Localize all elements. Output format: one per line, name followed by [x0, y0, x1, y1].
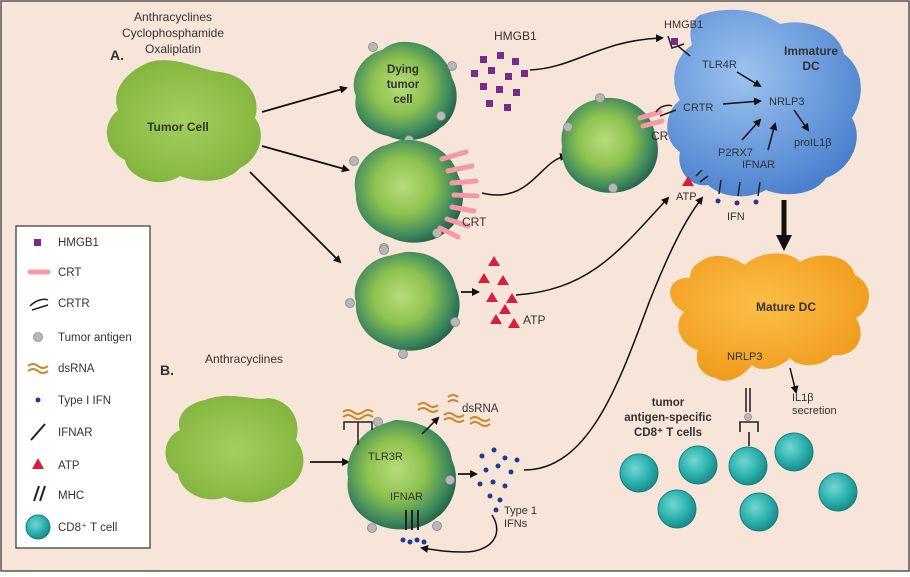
- ifnar-dc-label: IFNAR: [742, 159, 775, 171]
- tlr3r-receptor: [343, 421, 373, 445]
- arrow-hmgb1-to-dc: [529, 34, 664, 71]
- type1-ifn-legend-dot: [493, 507, 499, 513]
- mature-dc-shape: [670, 253, 870, 381]
- ifnar-b-receptors: [405, 510, 419, 530]
- cd8-t-cells: [619, 432, 858, 532]
- legend-label-atp: ATP: [58, 460, 80, 472]
- dying-cell-line1: Dying: [387, 64, 419, 76]
- crtr-label: CRTR: [683, 102, 713, 114]
- type1-ifns-line1: Type 1: [504, 505, 537, 517]
- panel-b-tumor-cell: [165, 395, 304, 503]
- dc-signaling-arrows: [722, 71, 810, 151]
- crt-middle-cell: [561, 93, 665, 193]
- arrow-tumor-to-atp-cell: [249, 171, 342, 264]
- legend-label-crtr: CRTR: [58, 298, 90, 310]
- type1-ifn-cluster: [477, 447, 520, 503]
- legend-ifnar-icon: [30, 423, 46, 441]
- legend-hmgb1-icon: [34, 239, 41, 246]
- panel-b-responding-cell: [347, 417, 457, 533]
- tumor-cell-label: Tumor Cell: [147, 120, 209, 134]
- arrow-autocrine-ifn: [420, 514, 498, 553]
- mhc-antigen: [744, 413, 752, 421]
- nlrp3-immature-label: NRLP3: [769, 96, 804, 108]
- arrow-atp-to-dc: [515, 196, 670, 296]
- tcell-label-line2: antigen-specific: [624, 412, 712, 424]
- ifnar-receptors: [718, 179, 761, 197]
- il1b-line2: secretion: [792, 405, 837, 417]
- ifn-dots-b-bound: [400, 537, 427, 545]
- dying-tumor-cell: [353, 41, 457, 145]
- legend-label-ifnar: IFNAR: [58, 427, 93, 439]
- drug-cyclophosphamide: Cyclophosphamide: [122, 26, 224, 40]
- p2rx7-label: P2RX7: [718, 147, 753, 159]
- drug-anthracyclines: Anthracyclines: [134, 10, 212, 24]
- tcell-label-line1: tumor: [652, 397, 685, 409]
- legend-antigen-icon: [33, 332, 43, 342]
- panel-a-label: A.: [110, 47, 124, 63]
- dsrna-cluster: [417, 394, 491, 427]
- legend-dsrna-icon: [27, 363, 49, 374]
- dying-cell-line3: cell: [393, 94, 412, 106]
- proil1b-label: proIL1β: [794, 137, 832, 149]
- panel-b-label: B.: [160, 362, 174, 378]
- arrow-to-dsrna: [421, 416, 440, 435]
- hmgb1-cluster: [471, 52, 528, 111]
- legend-label-crt: CRT: [58, 267, 81, 279]
- mhc-tcr-complex: [739, 388, 759, 446]
- arrow-tumor-to-crt-cell: [261, 145, 350, 173]
- hmgb1-receptor: [667, 35, 691, 57]
- legend-ifn-icon: [35, 397, 41, 403]
- atp-cluster: [478, 256, 520, 328]
- p2rx7-receptor: [682, 169, 709, 186]
- legend-mhc-icon: [33, 485, 46, 502]
- tlr3r-label: TLR3R: [368, 451, 403, 463]
- legend-symbols: [25, 239, 51, 540]
- ifn-dc-label: IFN: [727, 211, 745, 223]
- dying-cell-line2: tumor: [387, 79, 420, 91]
- atp-dc-label: ATP: [676, 191, 697, 203]
- atp-releasing-cell: [345, 245, 460, 359]
- arrow-il1b-secretion: [789, 367, 799, 394]
- legend-label-mhc: MHC: [58, 490, 84, 502]
- immature-dc-title-line2: DC: [802, 59, 820, 73]
- legend-atp-icon: [32, 458, 44, 469]
- hmgb1-dc-label: HMGB1: [664, 19, 703, 31]
- ifn-dots-dc: [715, 198, 759, 206]
- legend-label-ifn: Type I IFN: [58, 395, 111, 407]
- tlr4r-label: TLR4R: [702, 59, 737, 71]
- hmgb1-label: HMGB1: [494, 29, 537, 43]
- legend-label-antigen: Tumor antigen: [58, 332, 132, 344]
- nlrp3-mature-label: NRLP3: [727, 351, 762, 363]
- legend-box: [15, 225, 151, 549]
- crtr-receptor: [655, 104, 677, 117]
- atp-label: ATP: [523, 313, 545, 327]
- arrow-tumor-to-dying: [261, 85, 348, 113]
- legend-label-tcell: CD8⁺ T cell: [58, 522, 117, 534]
- crt-exposing-cell: [349, 139, 480, 253]
- type1-ifns-line2: IFNs: [504, 518, 528, 530]
- mature-dc-title: Mature DC: [756, 300, 816, 314]
- legend-label-hmgb1: HMGB1: [58, 237, 99, 249]
- dsrna-label: dsRNA: [462, 403, 499, 415]
- panel-b-drug: Anthracyclines: [205, 352, 283, 366]
- ifnar-b-label: IFNAR: [390, 491, 423, 503]
- tcell-label-line3: CD8⁺ T cells: [634, 427, 702, 439]
- immature-dc-shape: [667, 9, 861, 197]
- il1b-line1: IL1β: [792, 392, 814, 404]
- drug-oxaliplatin: Oxaliplatin: [145, 42, 201, 56]
- legend-crtr-icon: [29, 298, 49, 311]
- arrow-ifn-to-dc: [523, 196, 704, 471]
- immature-dc-title-line1: Immature: [784, 44, 838, 58]
- arrow-crt-cell-to-middle: [481, 152, 568, 196]
- legend-label-dsrna: dsRNA: [58, 363, 95, 375]
- legend-tcell-icon: [25, 514, 51, 540]
- dsrna-bound: [342, 409, 374, 420]
- crt-cell-label: CRT: [462, 215, 487, 229]
- tumor-cell-shape: [106, 60, 261, 183]
